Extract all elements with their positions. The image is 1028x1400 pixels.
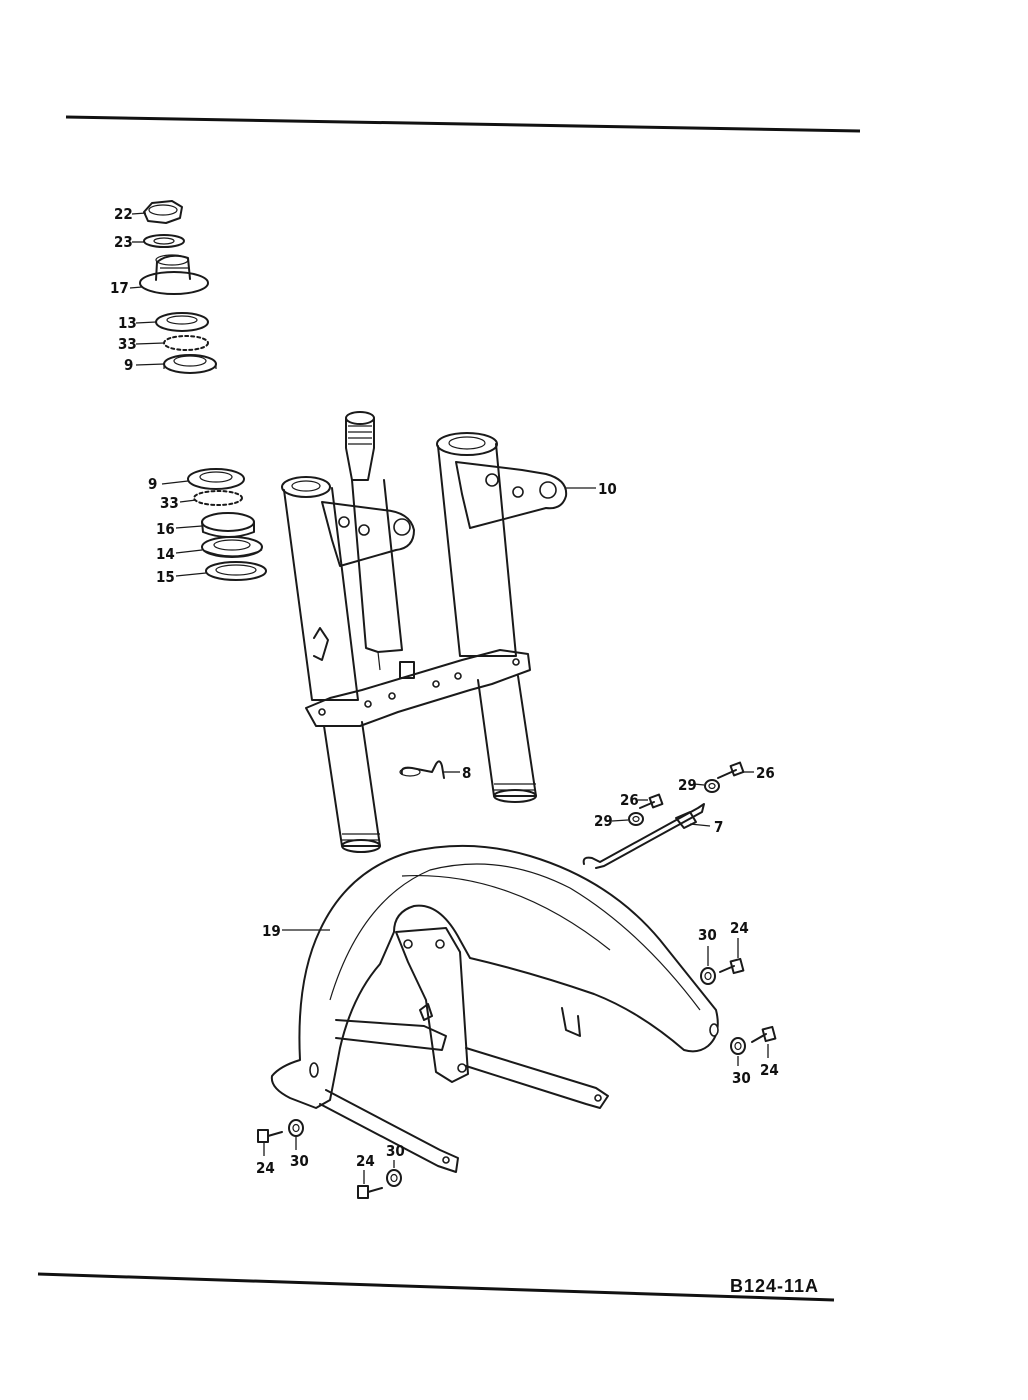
- part-23-washer: [143, 234, 185, 248]
- callout-33-upper: 33: [118, 335, 137, 353]
- part-24-bolt-a: [719, 957, 745, 975]
- leader-29-lower: [611, 819, 629, 822]
- part-7-cable-guide: [582, 803, 705, 869]
- callout-22: 22: [114, 205, 133, 223]
- part-30-washer-d: [386, 1169, 402, 1187]
- part-26-bolt-upper: [717, 761, 745, 779]
- part-9-upper-race: [163, 354, 217, 374]
- callout-14: 14: [156, 545, 175, 563]
- leader-33b: [179, 499, 197, 503]
- leader-14: [175, 549, 203, 554]
- leader-13: [135, 321, 157, 324]
- part-30-washer-a: [700, 967, 716, 985]
- leader-9b: [161, 480, 189, 485]
- part-29-washer-upper: [704, 779, 720, 793]
- leader-17: [129, 286, 143, 289]
- callout-26-lower: 26: [620, 791, 639, 809]
- part-30-washer-c: [288, 1119, 304, 1137]
- part-13-race: [155, 312, 209, 332]
- callout-30a: 30: [698, 926, 717, 944]
- top-rule: [65, 115, 861, 133]
- callout-33-lower: 33: [160, 494, 179, 512]
- leader-9a: [135, 363, 165, 366]
- callout-24d: 24: [356, 1152, 375, 1170]
- callout-30d: 30: [386, 1142, 405, 1160]
- callout-23: 23: [114, 233, 133, 251]
- leader-7: [689, 823, 711, 827]
- part-15-dust-seal: [205, 561, 267, 581]
- leader-33a: [135, 342, 165, 345]
- part-26-bolt-lower: [639, 793, 664, 809]
- fork-assembly: [281, 411, 568, 853]
- part-30-washer-b: [730, 1037, 746, 1055]
- callout-26-upper: 26: [756, 764, 775, 782]
- part-22-nut: [143, 200, 183, 224]
- leader-29-upper: [693, 783, 705, 786]
- part-29-washer-lower: [628, 812, 644, 826]
- callout-7: 7: [714, 818, 723, 836]
- part-9-lower-race: [187, 468, 245, 490]
- callout-24b: 24: [760, 1061, 779, 1079]
- part-8-spring-clip: [399, 760, 445, 779]
- part-24-bolt-d: [357, 1185, 383, 1199]
- callout-17: 17: [110, 279, 129, 297]
- part-24-bolt-b: [751, 1025, 777, 1043]
- callout-29-upper: 29: [678, 776, 697, 794]
- part-19-front-fender: [270, 844, 719, 1173]
- callout-9-upper: 9: [124, 356, 133, 374]
- callout-30b: 30: [732, 1069, 751, 1087]
- callout-19: 19: [262, 922, 281, 940]
- part-17-top-cone: [139, 254, 209, 295]
- callout-24c: 24: [256, 1159, 275, 1177]
- callout-29-lower: 29: [594, 812, 613, 830]
- part-33-lower-balls: [193, 490, 243, 506]
- leader-16: [175, 525, 203, 529]
- callout-24a: 24: [730, 919, 749, 937]
- part-14-bearing-race: [201, 536, 263, 558]
- callout-9-lower: 9: [148, 475, 157, 493]
- bottom-rule: [37, 1272, 835, 1302]
- callout-13: 13: [118, 314, 137, 332]
- callout-10: 10: [598, 480, 617, 498]
- callout-30c: 30: [290, 1152, 309, 1170]
- callout-8: 8: [462, 764, 471, 782]
- callout-16: 16: [156, 520, 175, 538]
- part-16-cone: [201, 512, 255, 538]
- drawing-code: B124-11A: [730, 1276, 819, 1296]
- part-24-bolt-c: [257, 1129, 283, 1143]
- callout-15: 15: [156, 568, 175, 586]
- leader-22: [131, 212, 147, 215]
- leader-15: [175, 572, 207, 577]
- part-33-ball-bearings: [163, 335, 209, 351]
